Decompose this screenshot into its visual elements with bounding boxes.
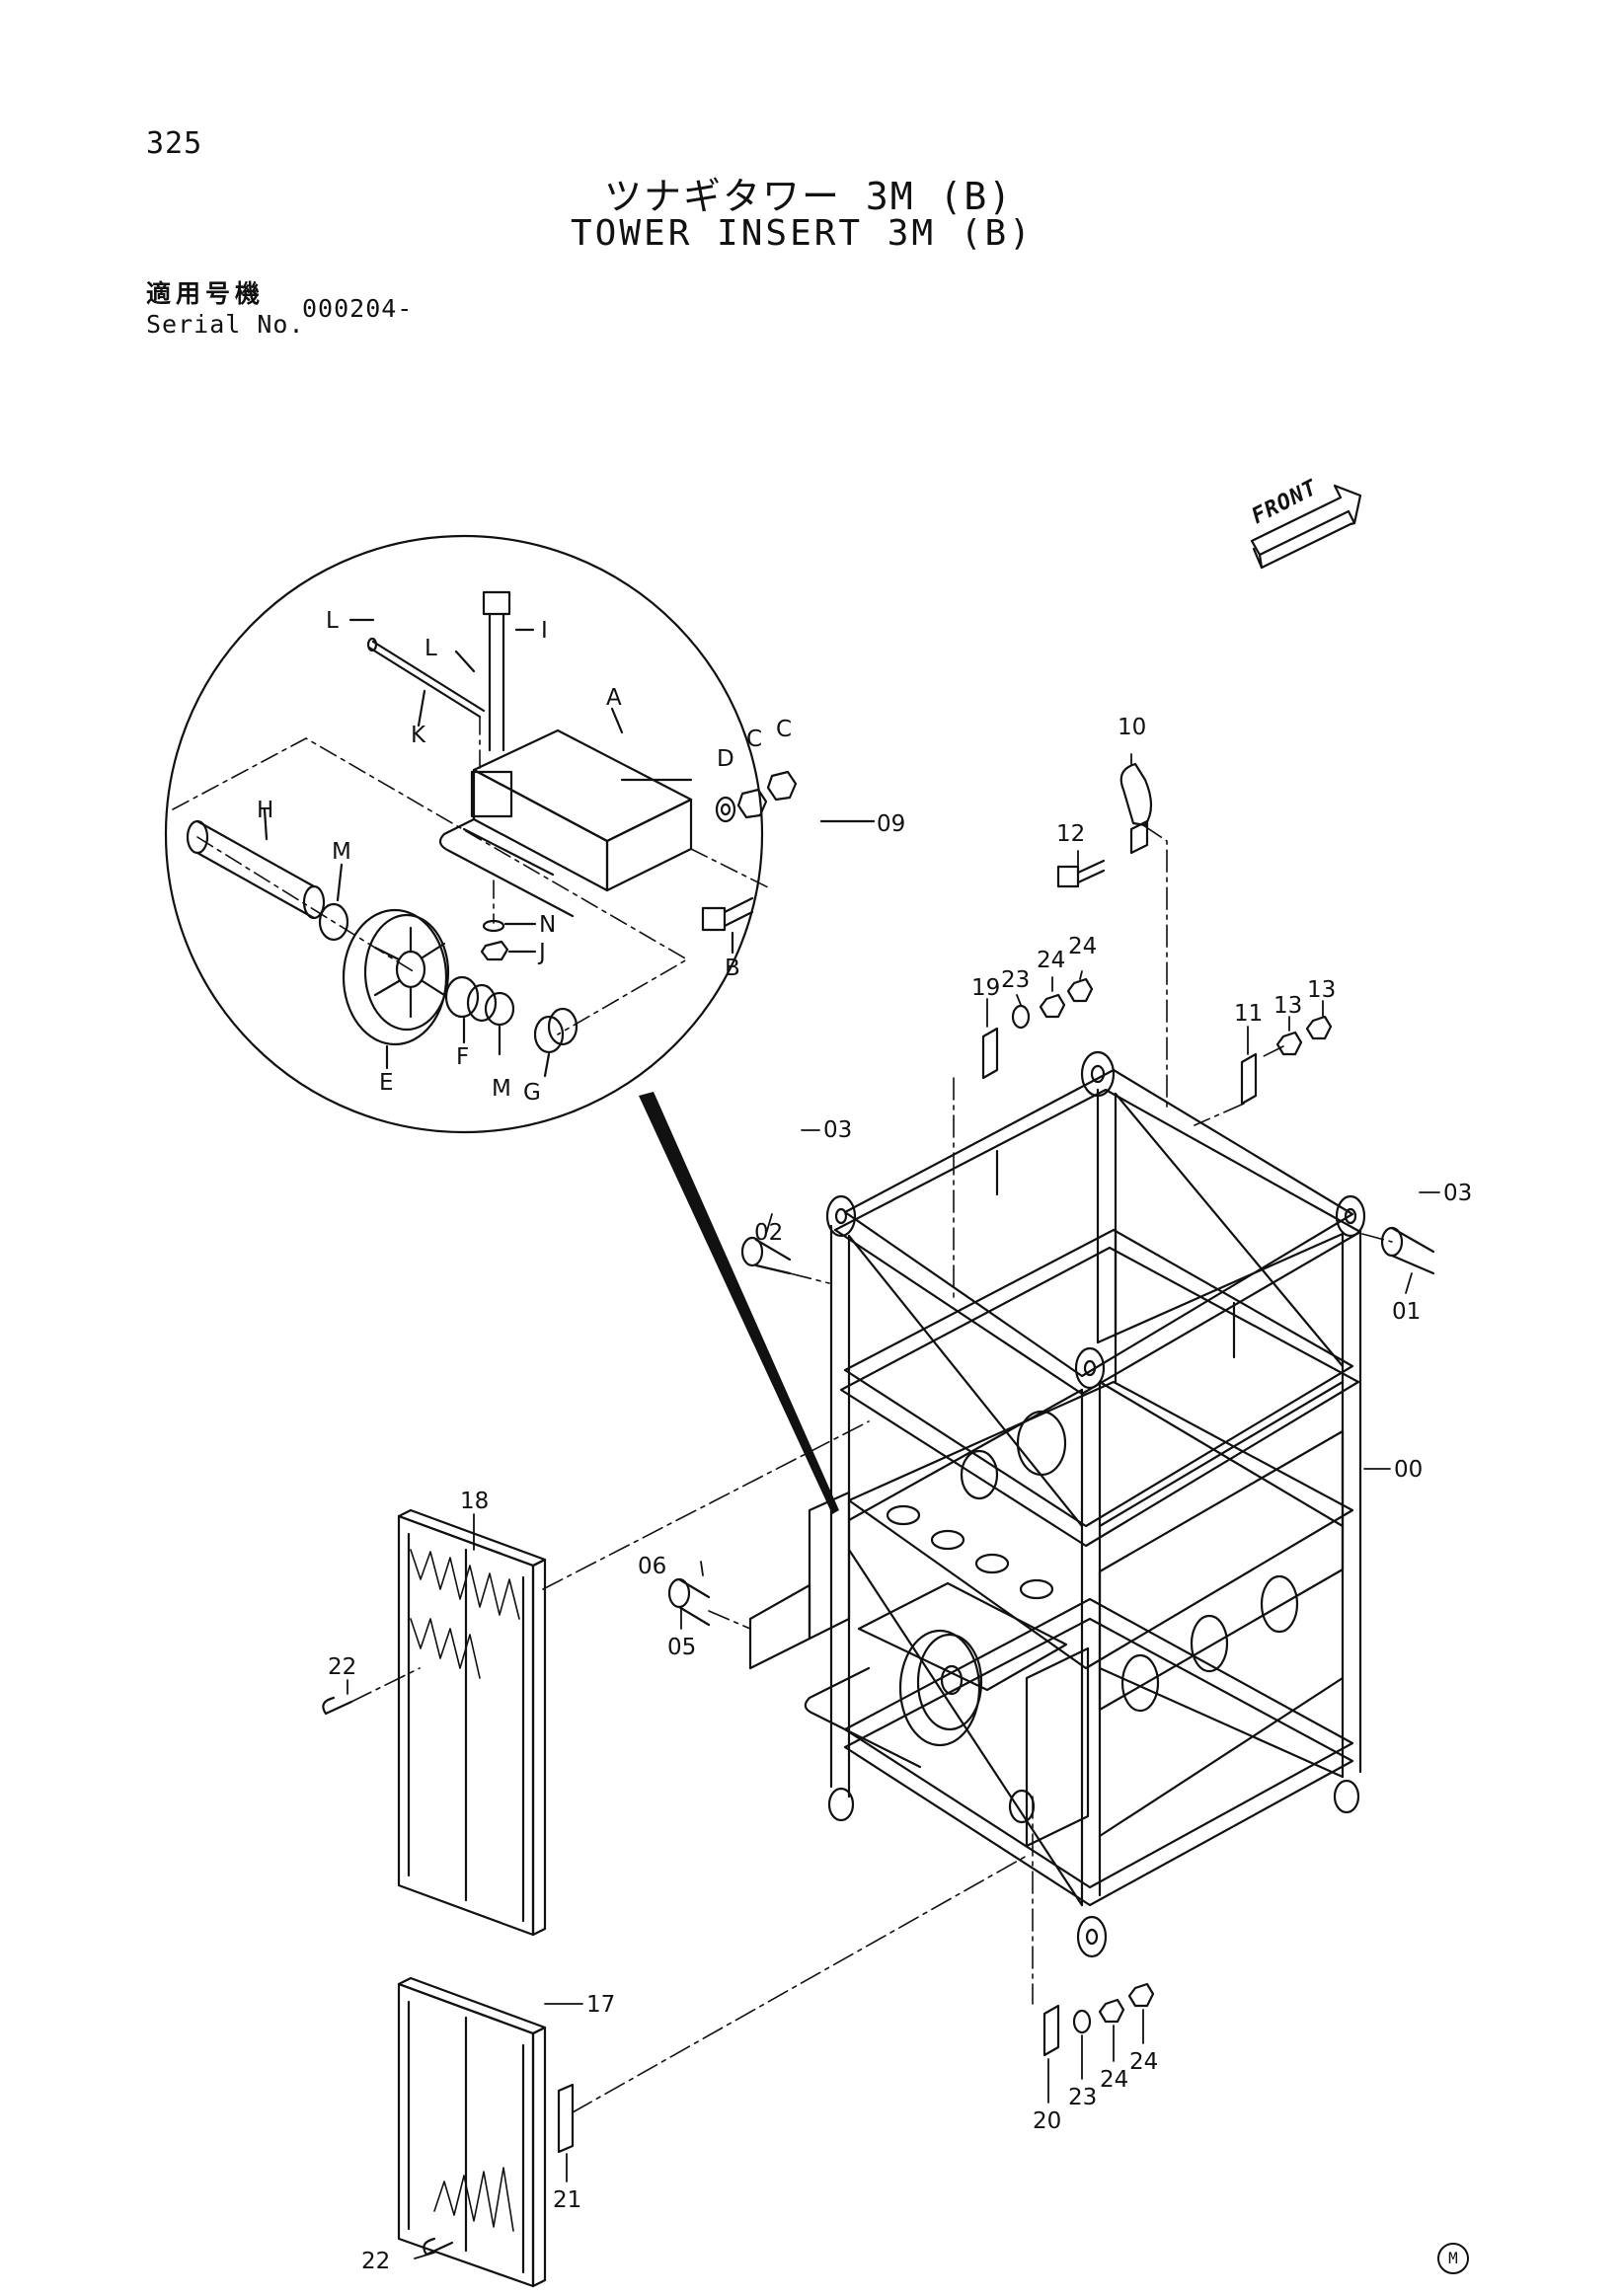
detail-leader	[639, 1092, 839, 1514]
callout-00: 00	[1394, 1457, 1423, 1483]
callout-13a: 13	[1273, 993, 1302, 1019]
mesh-panels	[322, 1508, 547, 2288]
front-arrow-icon	[1250, 484, 1362, 570]
detail-parts	[172, 590, 876, 1078]
callout-17: 17	[586, 1992, 615, 2018]
callout-E: E	[379, 1070, 394, 1096]
callout-03b: 03	[1443, 1181, 1472, 1206]
callout-D: D	[717, 746, 734, 772]
callout-09: 09	[877, 811, 905, 837]
callout-A: A	[606, 685, 622, 711]
callout-N: N	[539, 912, 556, 938]
callout-18: 18	[460, 1489, 489, 1514]
callout-12: 12	[1056, 821, 1085, 847]
serial-number-value: 000204-	[302, 294, 414, 323]
callout-J: J	[537, 940, 546, 965]
callout-K: K	[411, 723, 426, 748]
callout-L1: L	[326, 608, 339, 634]
callout-C1: C	[746, 727, 762, 752]
callout-24c: 24	[1100, 2067, 1128, 2093]
callout-22b: 22	[361, 2249, 390, 2274]
callout-22a: 22	[328, 1654, 356, 1680]
callout-13b: 13	[1307, 977, 1336, 1003]
callout-02: 02	[754, 1220, 783, 1246]
callout-G: G	[523, 1080, 541, 1106]
callout-H: H	[257, 798, 273, 823]
serial-label-japanese: 適用号機	[146, 279, 266, 308]
title-japanese: ツナギタワー 3M (B)	[604, 175, 1014, 218]
callout-F: F	[456, 1044, 469, 1070]
callout-21: 21	[553, 2187, 581, 2213]
page-number: 325	[146, 126, 203, 161]
callout-10: 10	[1118, 715, 1146, 740]
callout-11: 11	[1234, 1001, 1263, 1027]
serial-label-english: Serial No.	[146, 310, 305, 339]
callout-leaders	[347, 753, 1440, 2259]
callout-labels: L L I K A D C C H M N J B E F M G 09 10 …	[257, 608, 1472, 2274]
callout-23b: 23	[1068, 2085, 1097, 2110]
callout-M1: M	[332, 839, 351, 865]
callout-03a: 03	[823, 1117, 852, 1143]
title-english: TOWER INSERT 3M (B)	[571, 213, 1034, 254]
callout-I: I	[541, 618, 548, 644]
callout-24a: 24	[1037, 948, 1065, 973]
callout-C2: C	[776, 717, 792, 742]
callout-24d: 24	[1129, 2049, 1158, 2075]
callout-05: 05	[667, 1635, 696, 1660]
corner-mark-icon: M	[1437, 2243, 1469, 2274]
callout-06: 06	[638, 1554, 666, 1579]
phantom-lines	[350, 824, 1393, 2113]
tower-frame	[557, 762, 1435, 2154]
callout-20: 20	[1033, 2108, 1061, 2134]
callout-23a: 23	[1001, 967, 1030, 993]
callout-01: 01	[1392, 1299, 1421, 1325]
callout-24b: 24	[1068, 934, 1097, 959]
callout-19: 19	[971, 975, 1000, 1001]
callout-B: B	[725, 956, 740, 981]
detail-circle	[164, 534, 764, 1134]
callout-M2: M	[492, 1076, 511, 1102]
callout-L2: L	[424, 636, 437, 661]
